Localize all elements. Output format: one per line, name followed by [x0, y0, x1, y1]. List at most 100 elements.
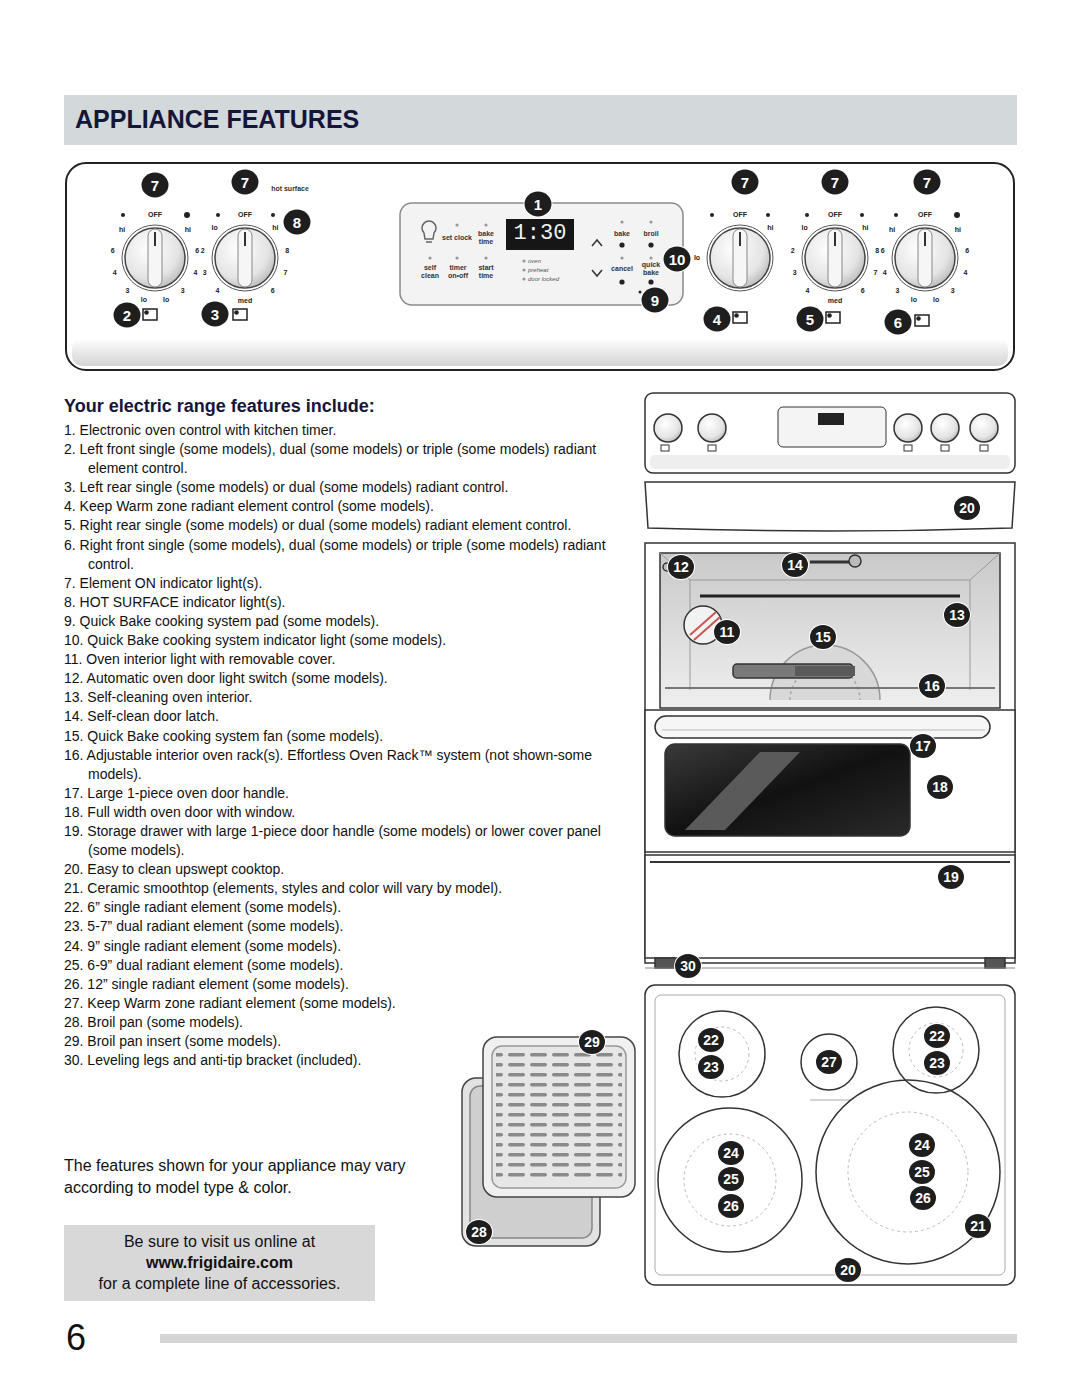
feature-item: 13. Self-cleaning oven interior. [64, 688, 638, 707]
callout-number: 1 [525, 192, 552, 217]
control-panel-part-part [455, 223, 458, 226]
control-panel-part-part [766, 213, 770, 217]
control-panel-part-part [121, 213, 125, 217]
range-front-view-part [941, 445, 949, 451]
dial-mark: 4 [193, 269, 197, 277]
range-front-view-part [655, 958, 675, 968]
dial-mark: 2 [791, 247, 795, 255]
dial-mark: hi [185, 227, 191, 235]
callout-number: 7 [914, 170, 941, 195]
dial-mark: 3 [125, 287, 129, 295]
broil-pan-part [483, 1037, 635, 1197]
control-panel-part [400, 203, 683, 305]
control-panel-part [592, 270, 602, 276]
callout-number: 22 [698, 1028, 724, 1052]
callout-number: 9 [642, 288, 669, 313]
control-label: timer on•off [443, 264, 473, 279]
callout-number: 7 [232, 170, 259, 195]
dial-mark: 3 [203, 269, 207, 277]
control-panel-part-part [860, 213, 864, 217]
feature-item: 20. Easy to clean upswept cooktop. [64, 860, 638, 879]
dial-mark: 6 [881, 247, 885, 255]
callout-number: 20 [835, 1258, 861, 1282]
range-front-view-part [662, 730, 985, 731]
feature-item: 23. 5-7” dual radiant element (some mode… [64, 917, 473, 936]
timer-display: 1:30 [514, 222, 567, 246]
callout-number: 25 [909, 1160, 935, 1184]
range-front-view-part [904, 445, 912, 451]
dial-mark: 3 [793, 269, 797, 277]
control-panel-part-part [522, 268, 525, 271]
callout-number: 8 [284, 210, 311, 235]
callout-number: 29 [579, 1030, 605, 1054]
control-panel-part-part [216, 213, 220, 217]
control-panel-part [428, 220, 652, 280]
control-panel-part-part [184, 212, 190, 218]
control-panel-part [212, 225, 278, 291]
control-label: broil [636, 230, 666, 238]
feature-item: 15. Quick Bake cooking system fan (some … [64, 727, 638, 746]
control-panel-part-part [620, 220, 623, 223]
range-front-view-part [654, 414, 682, 442]
range-front-view-part [650, 861, 1010, 863]
feature-item: 9. Quick Bake cooking system pad (some m… [64, 612, 638, 631]
control-panel-part [66, 163, 1014, 370]
range-front-view-part [970, 414, 998, 442]
feature-item: 12. Automatic oven door light switch (so… [64, 669, 638, 688]
feature-item: 8. HOT SURFACE indicator light(s). [64, 593, 638, 612]
control-panel-part-part [620, 256, 623, 259]
range-front-view-part [645, 393, 1015, 473]
control-panel-part-part [455, 256, 458, 259]
callout-number: 30 [675, 954, 701, 978]
dial-mark: lo [211, 224, 217, 232]
cooktop-top-view-part [816, 1080, 1000, 1264]
dial-mark: hi [119, 227, 125, 235]
feature-item: 19. Storage drawer with large 1-piece do… [64, 822, 638, 860]
range-front-view-part [650, 455, 1010, 469]
dial-mark: 4 [963, 269, 967, 277]
control-panel-part-part [271, 213, 275, 217]
control-panel-part [143, 309, 157, 320]
broil-pan-part [496, 1052, 622, 1182]
feature-item: 6. Right front single (some models), dua… [64, 536, 638, 574]
callout-number: 13 [944, 603, 970, 627]
cooktop-top-view-part [679, 1011, 765, 1097]
callout-number: 15 [810, 625, 836, 649]
callout-number: 10 [664, 247, 691, 272]
dial-mark: med [828, 297, 842, 305]
callout-number: 3 [202, 302, 229, 327]
callout-number: 11 [714, 620, 740, 644]
dial-mark: 3 [181, 287, 185, 295]
feature-list: 1. Electronic oven control with kitchen … [64, 421, 638, 1070]
feature-item: 11. Oven interior light with removable c… [64, 650, 638, 669]
web-address: www.frigidaire.com [72, 1252, 367, 1273]
cooktop-top-view-part [810, 1100, 850, 1101]
dial-mark: hi [889, 227, 895, 235]
range-front-view-part [849, 555, 861, 567]
callout-number: 27 [816, 1050, 842, 1074]
control-panel [66, 163, 1014, 370]
control-panel-part [233, 309, 247, 320]
control-label: start time [471, 264, 501, 279]
callout-number: 2 [114, 303, 141, 328]
callout-number: 23 [924, 1051, 950, 1075]
callout-number: 25 [718, 1167, 744, 1191]
dial-mark: lo [163, 296, 169, 304]
callout-number: 26 [718, 1194, 744, 1218]
dial-mark: med [238, 297, 252, 305]
feature-item: 10. Quick Bake cooking system indicator … [64, 631, 638, 650]
dial-mark: 3 [895, 287, 899, 295]
dial-mark: 4 [805, 287, 809, 295]
feature-item: 17. Large 1-piece oven door handle. [64, 784, 638, 803]
section-heading: Your electric range features include: [64, 397, 375, 417]
callout-number: 7 [142, 173, 169, 198]
callout-number: 5 [797, 307, 824, 332]
dial-mark: hi [955, 227, 961, 235]
dial-mark: lo [141, 296, 147, 304]
range-front-view-part [980, 445, 988, 451]
feature-item: 30. Leveling legs and anti-tip bracket (… [64, 1051, 473, 1070]
control-panel-part [72, 338, 1008, 366]
range-front-view-part [645, 855, 1015, 958]
dial-mark: 6 [271, 287, 275, 295]
range-front-view-part [645, 710, 1015, 852]
